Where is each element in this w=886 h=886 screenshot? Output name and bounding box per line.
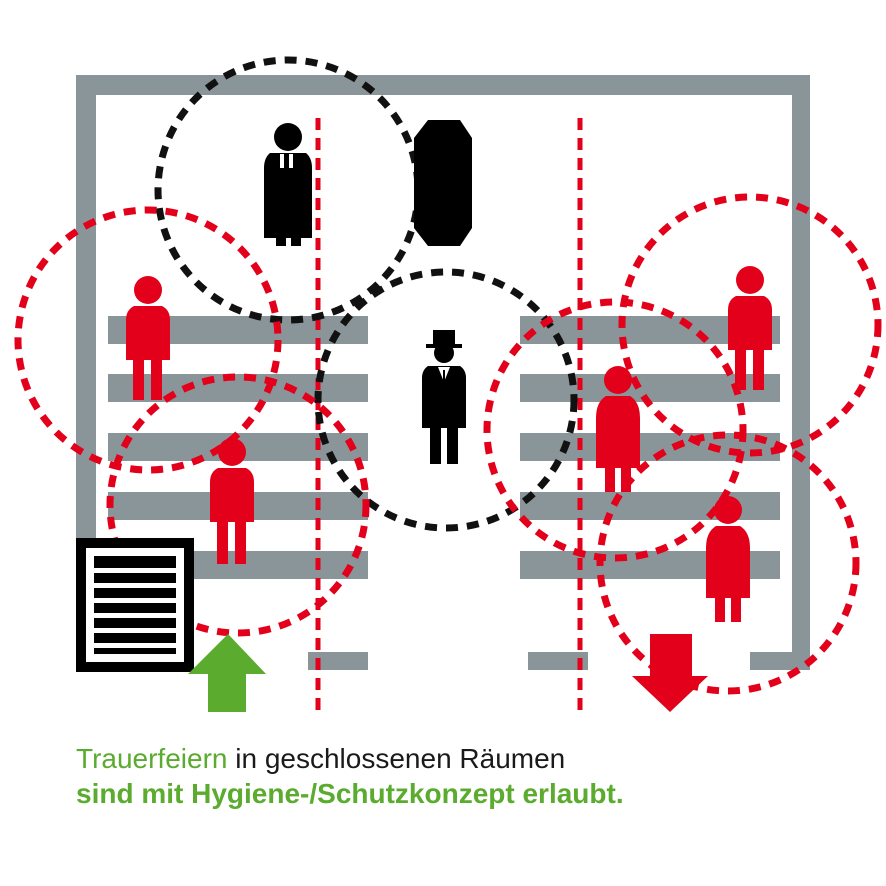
arrow-down-icon [632, 634, 708, 712]
caption-line-1: Trauerfeiern in geschlossenen Räumen [76, 742, 876, 776]
attendee-icon-2 [210, 438, 254, 564]
caption-highlight: Trauerfeiern [76, 743, 228, 774]
document-icon [76, 538, 194, 672]
priest-icon [264, 123, 312, 246]
caption-line-2: sind mit Hygiene-/Schutzkonzept erlaubt. [76, 778, 624, 809]
arrow-up-icon [188, 634, 266, 712]
caption: Trauerfeiern in geschlossenen Räumen sin… [76, 742, 876, 812]
attendee-icon-5 [706, 496, 750, 622]
undertaker-icon [422, 330, 466, 464]
attendee-icon-1 [126, 276, 170, 400]
distance-circles-attendees [14, 193, 882, 695]
coffin-icon [414, 120, 472, 246]
caption-line-1-rest: in geschlossenen Räumen [227, 743, 566, 774]
attendee-icon-4 [728, 266, 772, 390]
attendee-icon-3 [596, 366, 640, 492]
